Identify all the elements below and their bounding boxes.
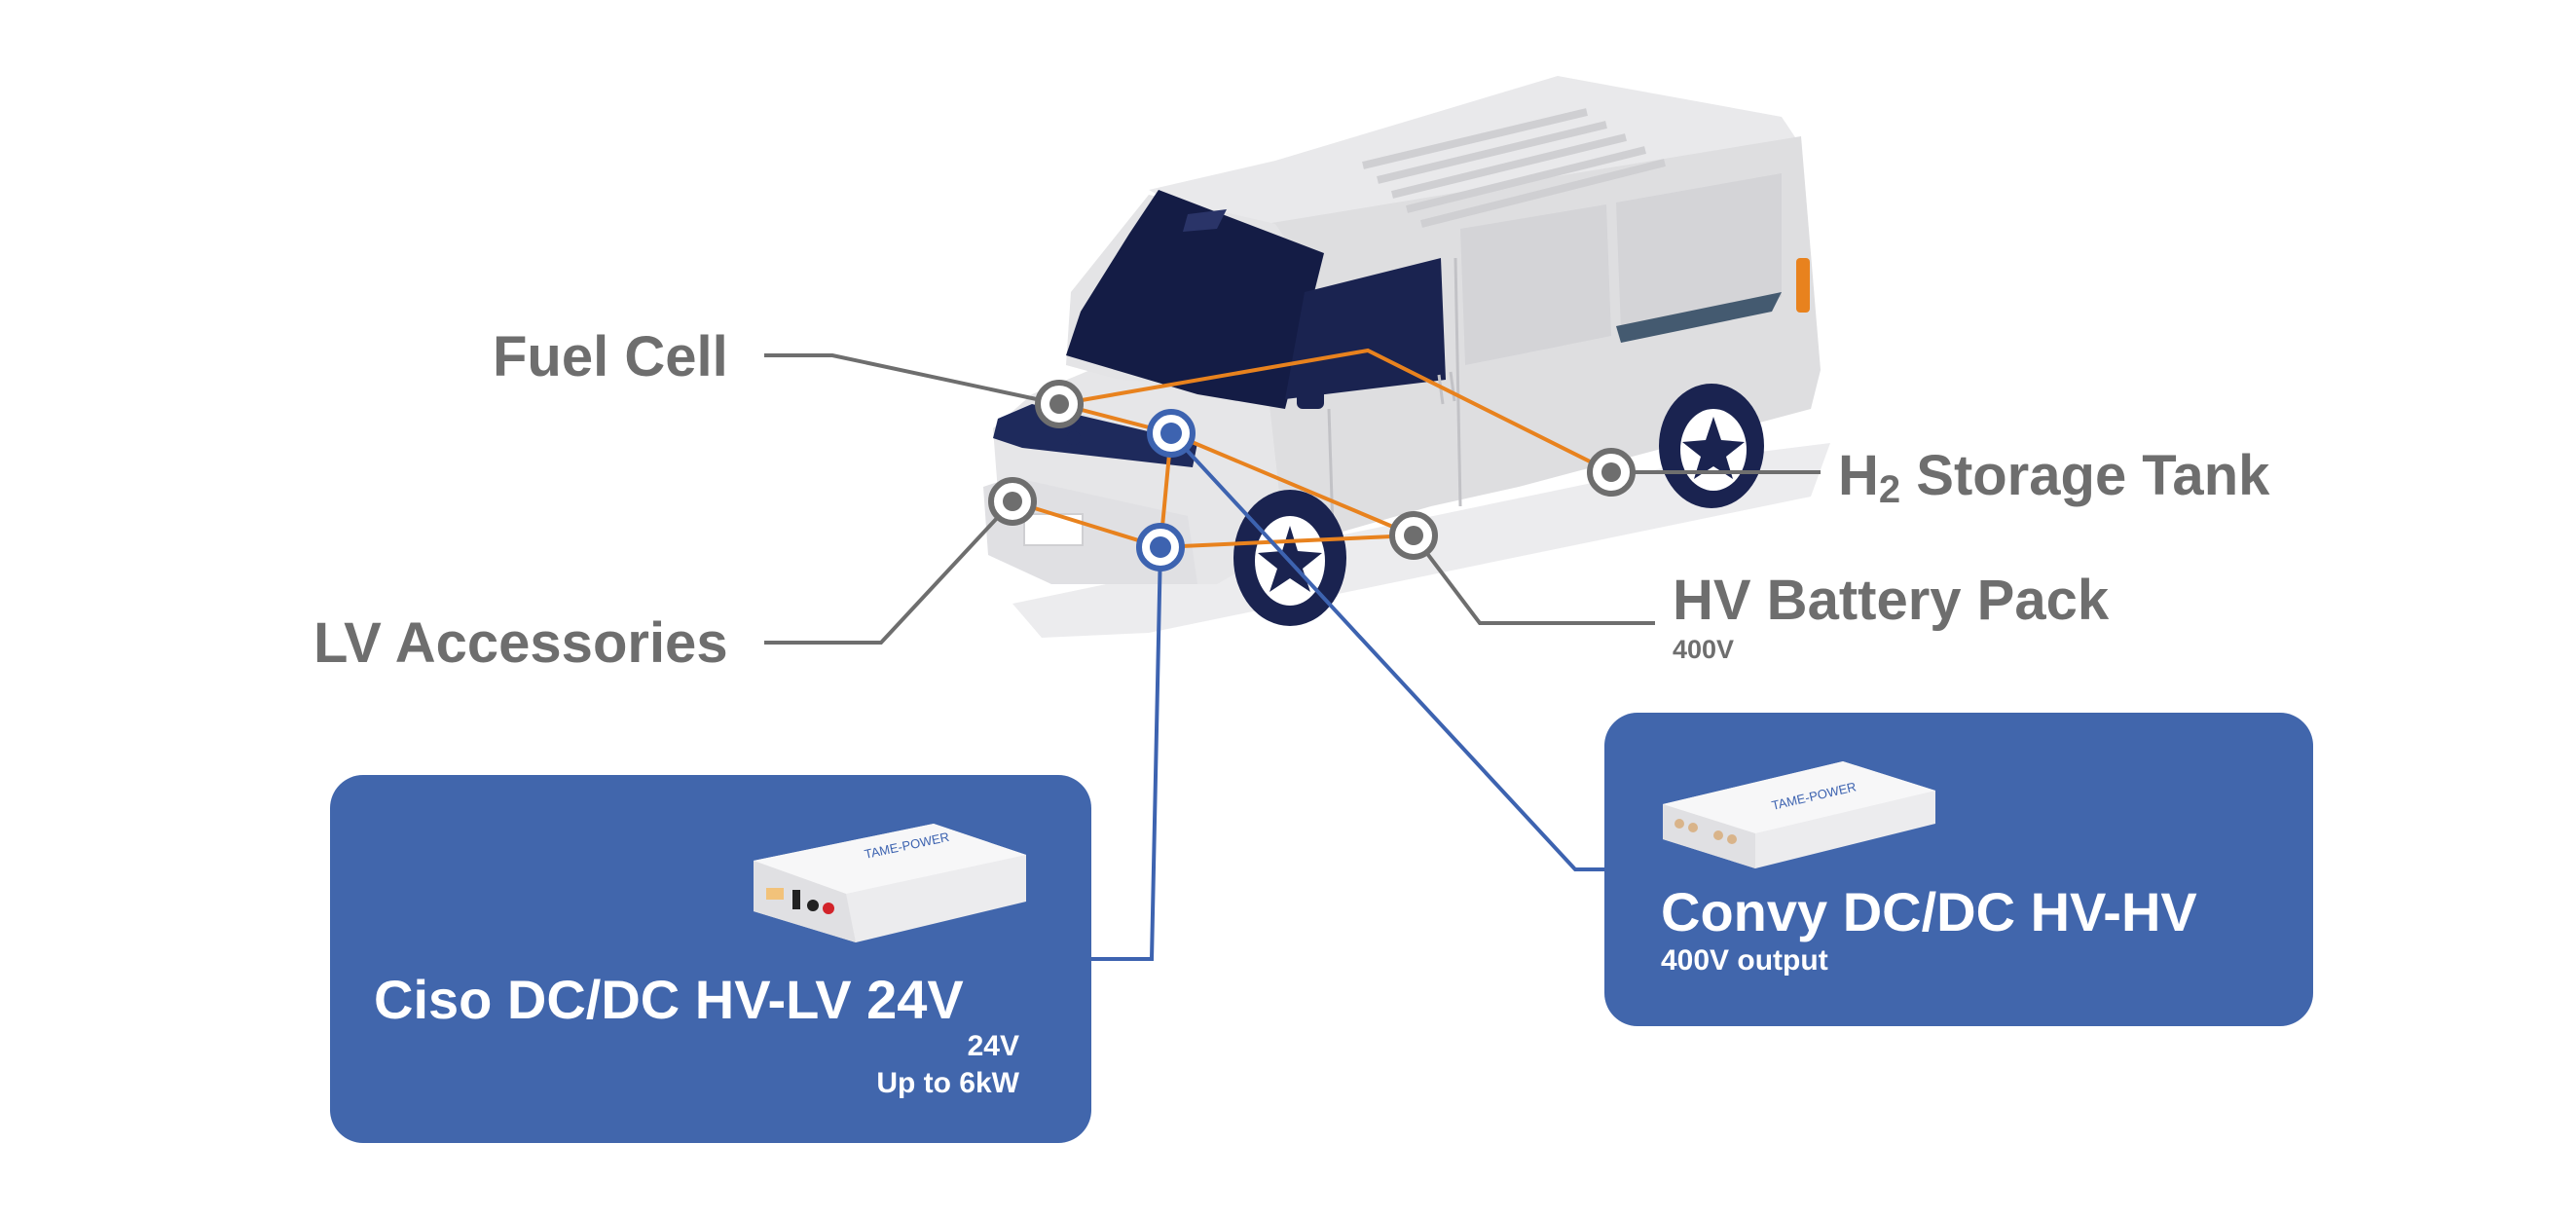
card-convy: TAME-POWER Convy DC/DC HV-HV 400V output [1604, 713, 2313, 1026]
label-h2-subscript: 2 [1878, 468, 1901, 511]
connector-lines [1090, 431, 1604, 961]
label-hv-battery-voltage: 400V [1673, 635, 1735, 664]
device-convy-icon: TAME-POWER [1663, 761, 1935, 868]
label-lv-accessories: LV Accessories [313, 611, 728, 675]
device-ciso-icon: TAME-POWER [754, 824, 1026, 942]
label-hv-battery-pack: HV Battery Pack [1673, 569, 2110, 632]
leader-lines [764, 353, 1821, 645]
roof-vents [1362, 108, 1666, 228]
label-fuel-cell: Fuel Cell [493, 325, 728, 388]
node-convy [1147, 409, 1196, 458]
card-ciso: TAME-POWER Ciso DC/DC HV-LV 24V 24V Up t… [330, 775, 1091, 1143]
windshield [1066, 190, 1324, 409]
node-hv-battery [1389, 511, 1438, 560]
convy-output: 400V output [1661, 944, 1828, 977]
label-h2-storage-tank: H2 Storage Tank [1838, 443, 2269, 512]
ciso-voltage: 24V [967, 1030, 1019, 1062]
convy-title: Convy DC/DC HV-HV [1661, 881, 2197, 942]
label-h2-prefix: H [1838, 444, 1879, 507]
node-h2-tank [1587, 448, 1636, 497]
rear-wheel [1659, 384, 1764, 508]
ciso-title: Ciso DC/DC HV-LV 24V [374, 969, 964, 1030]
node-lv-accessories [988, 477, 1037, 526]
label-h2-text: Storage Tank [1900, 444, 2270, 507]
node-ciso [1136, 523, 1185, 572]
node-fuel-cell [1035, 380, 1084, 428]
ciso-power: Up to 6kW [876, 1067, 1019, 1099]
